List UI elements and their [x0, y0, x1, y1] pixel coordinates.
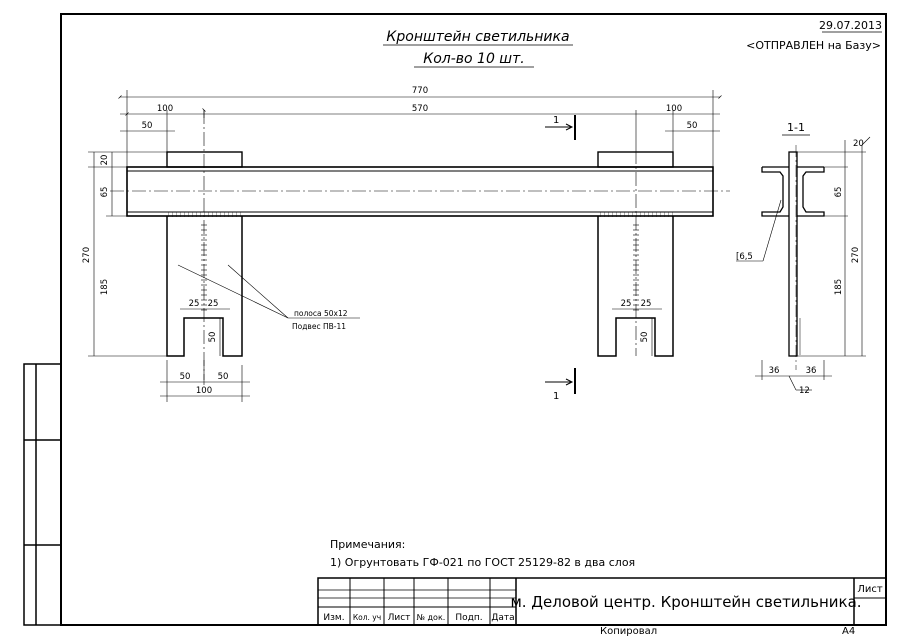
dim-270: 270: [82, 247, 92, 263]
section-dim-20: 20: [853, 139, 864, 149]
dim-20: 20: [100, 155, 110, 166]
dim-570: 570: [412, 104, 428, 114]
left-post: [166, 216, 243, 357]
dim-185: 185: [100, 279, 110, 295]
section-dim-36-right: 36: [806, 366, 817, 376]
callout-strip: полоса 50х12: [294, 309, 348, 318]
section-dim-185: 185: [834, 279, 844, 295]
date-label: 29.07.2013: [819, 19, 882, 32]
section-dim-36-left: 36: [769, 366, 780, 376]
right-top-plate: [597, 151, 674, 168]
callout-leader-2: [227, 264, 289, 319]
notes-heading: Примечания:: [330, 538, 405, 551]
beam-outer: [126, 166, 714, 217]
right-post: [597, 216, 674, 357]
section-label: 1-1: [787, 121, 805, 134]
tb-sheet-label: Лист: [857, 584, 883, 595]
section-dimensions: [736, 136, 871, 391]
section-dim-12: 12: [799, 386, 810, 396]
front-view: [110, 110, 730, 380]
section-mark-top-label: 1: [553, 115, 559, 126]
dim-slot-50: 50: [208, 332, 218, 343]
dim-65: 65: [100, 187, 110, 198]
dim-100-right: 100: [666, 104, 682, 114]
section-view: [761, 145, 825, 370]
dim-slot-25-left: 25: [189, 299, 200, 309]
dim-right-slot-25-right: 25: [641, 299, 652, 309]
side-stamp: [23, 363, 62, 626]
drawing-title: Кронштейн светильника: [386, 29, 569, 45]
tb-kol: Кол. уч: [353, 613, 381, 622]
front-dimensions: [88, 90, 722, 402]
tb-sign: Подп.: [455, 613, 482, 623]
dim-770: 770: [412, 86, 428, 96]
tb-izm: Изм.: [323, 613, 344, 623]
section-mark-bottom: [545, 368, 576, 394]
title-block: [317, 577, 887, 626]
dim-bottom-50-left: 50: [180, 372, 191, 382]
section-dim-65: 65: [834, 187, 844, 198]
section-mark-bottom-label: 1: [553, 391, 559, 402]
section-channel-label: [6,5: [736, 252, 753, 262]
notes-item-1: 1) Огрунтовать ГФ-021 по ГОСТ 25129-82 в…: [330, 556, 635, 569]
dim-100-left: 100: [157, 104, 173, 114]
tb-date: Дата: [491, 613, 514, 623]
callout-hanger: Подвес ПВ-11: [292, 322, 346, 331]
status-label: <ОТПРАВЛЕН на Базу>: [746, 39, 881, 52]
left-top-plate: [166, 151, 243, 168]
dim-bottom-100: 100: [196, 386, 212, 396]
tb-doc: № док.: [417, 613, 446, 622]
dim-right-slot-25-left: 25: [621, 299, 632, 309]
dim-50-right: 50: [687, 121, 698, 131]
section-dim-270: 270: [851, 247, 861, 263]
dim-right-slot-50: 50: [640, 332, 650, 343]
section-mark-top: [545, 115, 576, 140]
tb-drawing-name: м. Деловой центр. Кронштейн светильника.: [510, 593, 861, 611]
footer-copied: Копировал: [600, 626, 657, 637]
dim-slot-25-right: 25: [208, 299, 219, 309]
dim-bottom-50-right: 50: [218, 372, 229, 382]
dim-50-left: 50: [142, 121, 153, 131]
quantity-label: Кол-во 10 шт.: [423, 51, 524, 67]
tb-list: Лист: [388, 613, 411, 623]
footer-format: А4: [842, 626, 855, 637]
callout-leader-1: [177, 264, 289, 319]
